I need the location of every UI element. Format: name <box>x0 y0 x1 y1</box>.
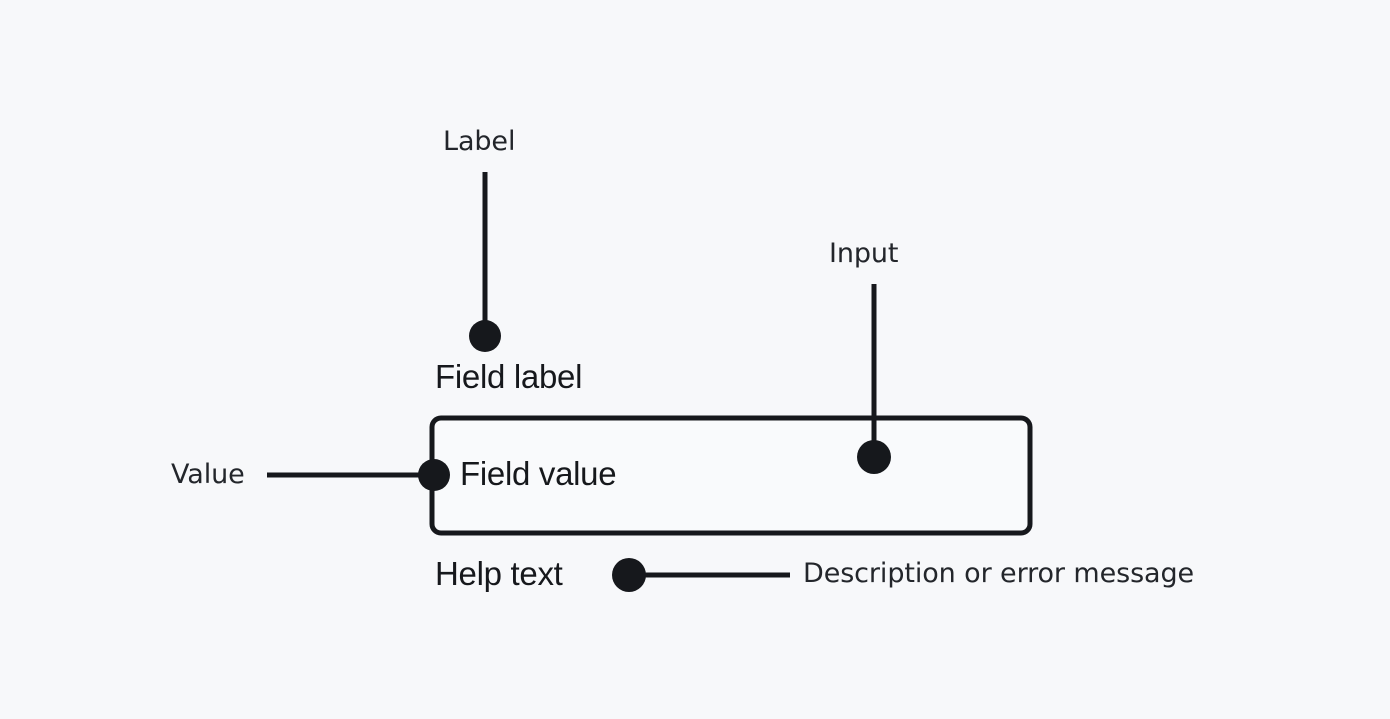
callout-label-description: Description or error message <box>803 558 1195 589</box>
anchor-dot-help-text <box>612 558 646 592</box>
anchor-dot-label <box>469 320 501 352</box>
anchor-dot-input <box>857 440 891 474</box>
callout-label-label: Label <box>443 126 516 157</box>
callout-label-input: Input <box>829 238 899 269</box>
callout-label-value: Value <box>171 459 245 490</box>
field-label-text: Field label <box>435 358 583 395</box>
help-text-label: Help text <box>435 555 563 592</box>
field-value-text[interactable]: Field value <box>460 455 617 492</box>
anchor-dot-value <box>418 459 450 491</box>
